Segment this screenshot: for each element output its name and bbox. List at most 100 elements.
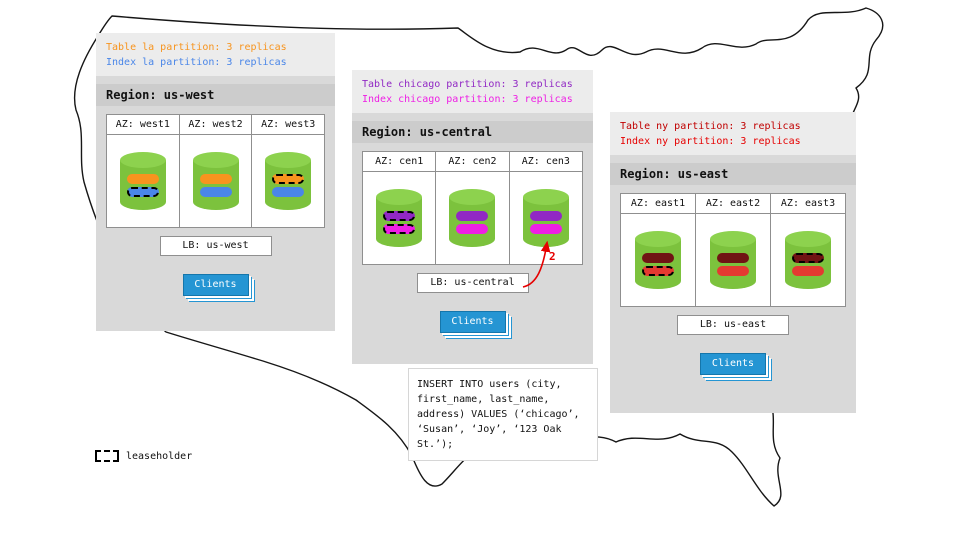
partition-notes: Table chicago partition: 3 replicas Inde… xyxy=(352,70,593,113)
table-replica-bar xyxy=(272,174,305,184)
cylinder-body xyxy=(376,197,423,247)
cylinder-body xyxy=(785,239,831,289)
load-balancer: LB: us-central xyxy=(416,273,529,293)
az-body xyxy=(363,172,435,264)
index-replica-bar xyxy=(383,224,416,234)
table-partition-note: Table chicago partition: 3 replicas xyxy=(362,79,573,90)
index-replica-bar xyxy=(642,266,674,276)
leaseholder-legend: leaseholder xyxy=(95,450,192,462)
replica-bars xyxy=(265,174,311,197)
table-replica-bar xyxy=(199,174,232,184)
replica-bars xyxy=(120,174,166,197)
az-column: AZ: east2 xyxy=(696,194,771,306)
database-cylinder xyxy=(376,189,423,247)
cylinder-top xyxy=(449,189,496,205)
az-label: AZ: east3 xyxy=(771,194,845,214)
sql-statement-note: INSERT INTO users (city, first_name, las… xyxy=(408,368,598,461)
index-replica-bar xyxy=(717,266,749,276)
cylinder-body xyxy=(710,239,756,289)
cylinder-top xyxy=(522,189,569,205)
index-replica-bar xyxy=(456,224,489,234)
az-label: AZ: cen2 xyxy=(436,152,509,172)
database-cylinder xyxy=(119,152,166,210)
cylinder-top xyxy=(265,152,312,168)
clients-box: Clients xyxy=(182,274,249,296)
database-cylinder xyxy=(635,231,681,289)
step-number-label: 2 xyxy=(549,250,556,263)
az-column: AZ: cen3 xyxy=(509,152,582,264)
partition-notes: Table ny partition: 3 replicas Index ny … xyxy=(610,112,856,155)
index-replica-bar xyxy=(529,224,562,234)
az-container: AZ: east1 AZ: east2 xyxy=(620,193,846,307)
table-replica-bar xyxy=(456,211,489,221)
clients-box: Clients xyxy=(700,353,766,375)
table-replica-bar xyxy=(383,211,416,221)
region-title: Region: us-east xyxy=(610,163,856,185)
region-title: Region: us-central xyxy=(352,121,593,143)
cylinder-body xyxy=(635,239,681,289)
az-body xyxy=(436,172,508,264)
leaseholder-legend-icon xyxy=(95,450,119,462)
table-replica-bar xyxy=(529,211,562,221)
table-partition-note: Table ny partition: 3 replicas xyxy=(620,121,801,132)
replica-bars xyxy=(523,211,569,234)
az-column: AZ: west3 xyxy=(252,115,325,227)
replica-bars xyxy=(710,253,756,276)
replica-bars xyxy=(376,211,422,234)
az-body xyxy=(510,172,582,264)
database-cylinder xyxy=(710,231,756,289)
clients-box: Clients xyxy=(439,311,506,333)
region-title: Region: us-west xyxy=(96,84,335,106)
load-balancer: LB: us-west xyxy=(159,236,272,256)
table-replica-bar xyxy=(126,174,159,184)
cylinder-body xyxy=(522,197,569,247)
sql-line: INSERT INTO users (city, xyxy=(417,379,562,390)
az-label: AZ: cen1 xyxy=(363,152,436,172)
az-label: AZ: west3 xyxy=(252,115,325,135)
index-replica-bar xyxy=(126,187,159,197)
az-column: AZ: west2 xyxy=(179,115,253,227)
database-cylinder xyxy=(449,189,496,247)
cylinder-top xyxy=(119,152,166,168)
cylinder-top xyxy=(785,231,831,247)
index-replica-bar xyxy=(199,187,232,197)
az-container: AZ: cen1 AZ: cen2 xyxy=(362,151,583,265)
az-column: AZ: east1 xyxy=(621,194,696,306)
az-label: AZ: east2 xyxy=(696,194,770,214)
cylinder-body xyxy=(119,160,166,210)
az-label: AZ: cen3 xyxy=(509,152,582,172)
region-panel-us-east: Table ny partition: 3 replicas Index ny … xyxy=(610,112,856,413)
sql-line: first_name, last_name, xyxy=(417,394,550,405)
az-body xyxy=(771,214,845,306)
az-column: AZ: east3 xyxy=(771,194,845,306)
cylinder-body xyxy=(265,160,312,210)
az-label: AZ: west2 xyxy=(179,115,252,135)
region-panel-us-west: Table la partition: 3 replicas Index la … xyxy=(96,33,335,331)
replica-bars xyxy=(635,253,681,276)
replica-bars xyxy=(449,211,495,234)
index-replica-bar xyxy=(272,187,305,197)
region-panel-us-central: Table chicago partition: 3 replicas Inde… xyxy=(352,70,593,364)
index-partition-note: Index chicago partition: 3 replicas xyxy=(362,94,573,105)
partition-notes: Table la partition: 3 replicas Index la … xyxy=(96,33,335,76)
az-body xyxy=(696,214,770,306)
az-body xyxy=(621,214,695,306)
cylinder-body xyxy=(449,197,496,247)
cylinder-body xyxy=(192,160,239,210)
az-label: AZ: west1 xyxy=(107,115,179,135)
az-column: AZ: cen2 xyxy=(436,152,510,264)
az-container: AZ: west1 AZ: west2 xyxy=(106,114,325,228)
sql-line: St.’); xyxy=(417,439,454,450)
table-replica-bar xyxy=(792,253,824,263)
database-cylinder xyxy=(785,231,831,289)
az-body xyxy=(180,135,252,227)
replica-bars xyxy=(193,174,239,197)
cylinder-top xyxy=(710,231,756,247)
index-replica-bar xyxy=(792,266,824,276)
load-balancer: LB: us-east xyxy=(677,315,789,335)
sql-line: address) VALUES (‘chicago’, xyxy=(417,409,580,420)
az-body xyxy=(107,135,179,227)
az-body xyxy=(252,135,324,227)
cylinder-top xyxy=(192,152,239,168)
leaseholder-legend-label: leaseholder xyxy=(126,450,193,462)
